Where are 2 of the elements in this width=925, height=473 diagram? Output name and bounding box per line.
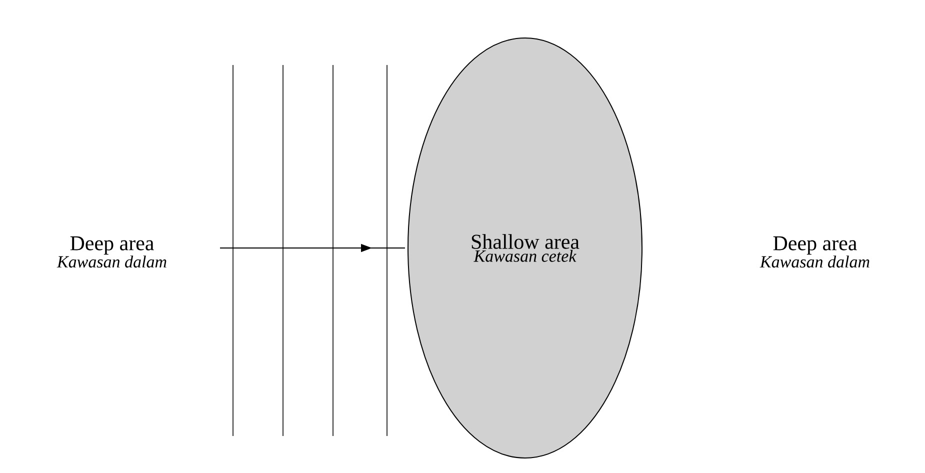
area-label: Deep area Kawasan dalam [56, 236, 166, 268]
area-label: Deep area Kawasan dalam [760, 236, 870, 268]
